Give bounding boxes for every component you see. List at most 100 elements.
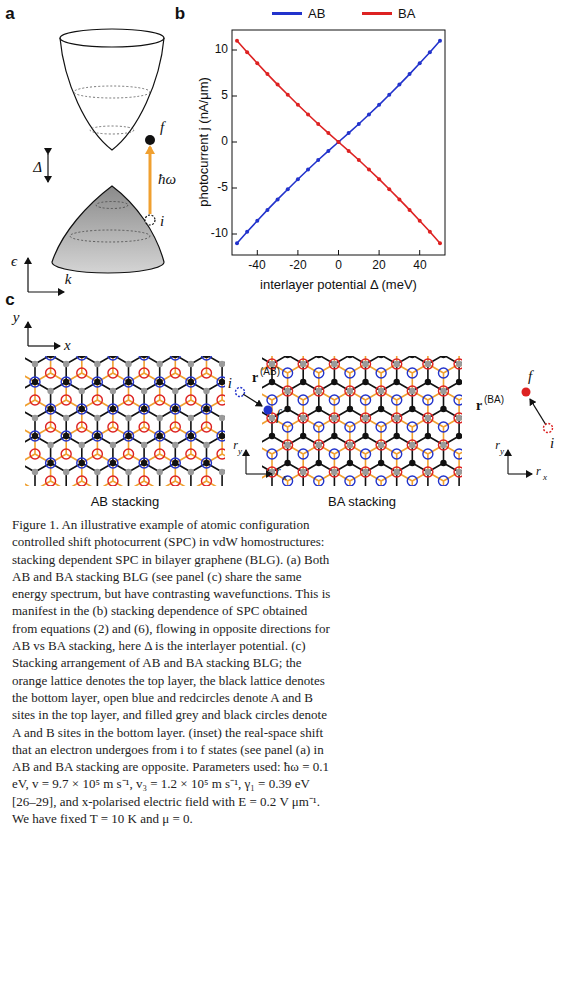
bottom-a-site xyxy=(63,469,69,475)
bottom-b-site xyxy=(125,433,131,439)
data-point xyxy=(326,131,330,135)
bottom-a-site xyxy=(425,469,431,475)
inset-label: x xyxy=(543,472,547,482)
inset-label: r xyxy=(495,439,500,453)
top-a-site xyxy=(124,377,134,387)
bottom-b-site xyxy=(394,379,400,385)
bottom-b-site xyxy=(141,356,147,358)
stacking-label: AB stacking xyxy=(91,495,160,510)
bottom-a-site xyxy=(32,415,38,421)
bottom-b-site xyxy=(347,356,353,358)
bottom-a-site xyxy=(456,415,462,421)
plot-frame xyxy=(232,30,445,255)
top-a-site xyxy=(407,422,417,432)
x-tick xyxy=(257,250,258,255)
top-b-site xyxy=(438,440,448,450)
top-b-site xyxy=(407,386,417,396)
top-a-site xyxy=(77,404,87,414)
data-point xyxy=(357,122,361,126)
top-b-site xyxy=(124,449,134,459)
top-b-site xyxy=(454,359,462,369)
top-a-site xyxy=(170,356,180,360)
initial-state xyxy=(236,388,245,397)
rx-axis xyxy=(246,473,272,474)
bottom-b-site xyxy=(110,356,116,358)
data-point xyxy=(408,72,412,76)
bottom-b-site xyxy=(172,460,178,466)
bottom-b-site xyxy=(188,379,194,385)
top-b-site xyxy=(92,449,102,459)
bottom-a-site xyxy=(316,442,322,448)
top-b-site xyxy=(201,422,211,432)
legend-swatch xyxy=(272,12,302,15)
lattice-bonds xyxy=(25,356,225,486)
inset-label: y xyxy=(13,309,20,326)
bottom-a-site xyxy=(362,469,368,475)
bottom-a-site xyxy=(63,361,69,367)
top-a-site xyxy=(438,422,448,432)
bottom-a-site xyxy=(347,388,353,394)
bottom-a-site xyxy=(284,388,290,394)
bottom-a-site xyxy=(409,442,415,448)
bottom-a-site xyxy=(94,361,100,367)
y-tick xyxy=(232,50,237,51)
top-b-site xyxy=(61,395,71,405)
top-a-site xyxy=(217,431,225,441)
data-point xyxy=(286,93,290,97)
data-point xyxy=(316,158,320,162)
bottom-a-site xyxy=(300,415,306,421)
data-point xyxy=(296,177,300,181)
inset-label: r xyxy=(233,439,238,453)
rx-axis xyxy=(508,473,532,474)
bottom-b-site xyxy=(362,379,368,385)
top-a-site xyxy=(314,422,324,432)
bottom-b-site xyxy=(219,379,225,385)
bottom-a-site xyxy=(63,415,69,421)
bottom-a-site xyxy=(331,415,337,421)
inset-label: y xyxy=(238,446,242,456)
energy-contour xyxy=(90,126,134,134)
bottom-b-site xyxy=(63,433,69,439)
top-a-site xyxy=(392,449,402,459)
bottom-a-site xyxy=(219,415,225,421)
top-b-site xyxy=(186,395,196,405)
top-b-site xyxy=(392,413,402,423)
top-b-site xyxy=(170,368,180,378)
bottom-b-site xyxy=(409,460,415,466)
top-b-site xyxy=(329,413,339,423)
bottom-a-site xyxy=(284,442,290,448)
top-b-site xyxy=(92,395,102,405)
bottom-a-site xyxy=(300,361,306,367)
top-a-site xyxy=(217,377,225,387)
bottom-a-site xyxy=(394,469,400,475)
top-b-site xyxy=(201,368,211,378)
bottom-b-site xyxy=(172,406,178,412)
bottom-a-site xyxy=(456,361,462,367)
ab-lattice xyxy=(25,356,225,486)
gap-arrow xyxy=(47,154,48,182)
bottom-b-site xyxy=(157,433,163,439)
bottom-a-site xyxy=(188,415,194,421)
bottom-a-site xyxy=(141,442,147,448)
top-b-site xyxy=(361,413,371,423)
x-tick xyxy=(379,250,380,255)
top-b-site xyxy=(361,467,371,477)
tick-label: -40 xyxy=(248,259,265,273)
inset-label: r xyxy=(252,370,258,386)
tick-label: 5 xyxy=(221,89,228,103)
data-point xyxy=(357,158,361,162)
valence-band xyxy=(52,186,164,273)
bottom-a-site xyxy=(157,361,163,367)
legend-swatch xyxy=(362,12,392,15)
top-a-site xyxy=(139,404,149,414)
band-rim xyxy=(60,29,164,47)
data-point xyxy=(235,241,239,245)
top-b-site xyxy=(77,368,87,378)
shift-vector xyxy=(243,394,262,406)
bottom-b-site xyxy=(47,356,53,358)
initial-state xyxy=(544,424,553,433)
top-a-site xyxy=(155,431,165,441)
bottom-b-site xyxy=(188,433,194,439)
top-a-site xyxy=(139,356,149,360)
top-a-site xyxy=(61,431,71,441)
